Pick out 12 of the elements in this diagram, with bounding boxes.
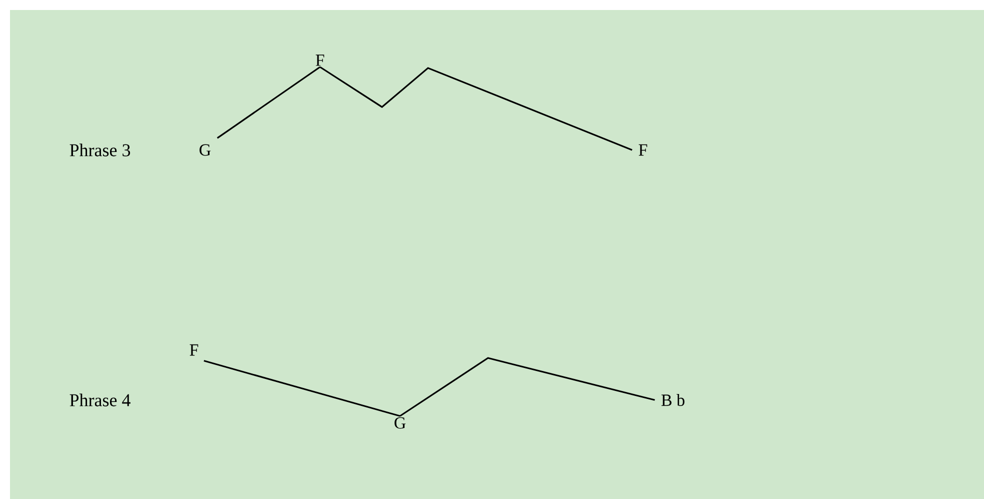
phrase-label: Phrase 4 bbox=[70, 394, 130, 406]
contour-line bbox=[204, 360, 400, 417]
note-letter: B b bbox=[661, 394, 684, 406]
contour-line bbox=[400, 357, 655, 417]
note-letter: G bbox=[394, 417, 406, 429]
note-letter: F bbox=[190, 344, 198, 356]
contour-line bbox=[216, 66, 320, 139]
contour-line bbox=[320, 66, 632, 151]
note-letter: F bbox=[316, 54, 324, 66]
note-letter: G bbox=[200, 144, 211, 156]
note-letter: F bbox=[638, 144, 648, 156]
phrase-label: Phrase 3 bbox=[70, 144, 130, 156]
